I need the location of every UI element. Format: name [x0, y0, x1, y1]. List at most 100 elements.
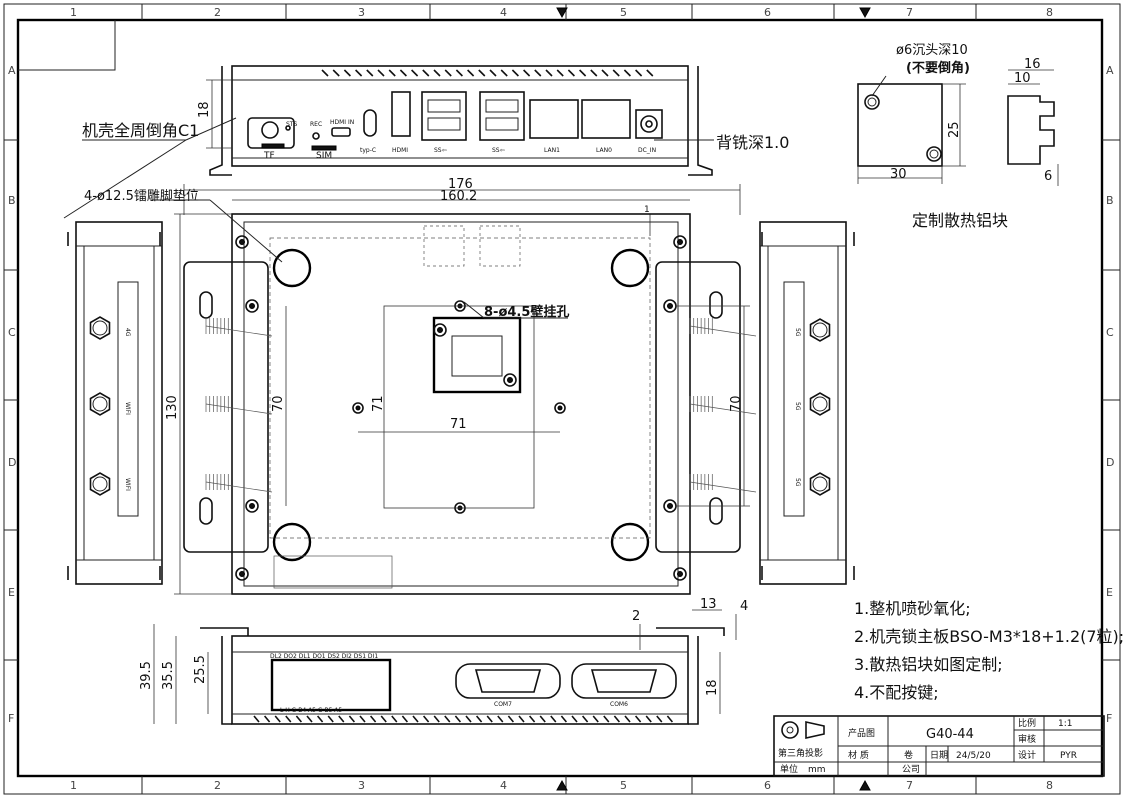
rear-right-bracket [656, 627, 725, 636]
vent-fin [601, 69, 609, 77]
vent-fin [500, 69, 508, 77]
tb-material-label: 材 质 [848, 749, 869, 761]
heatsink-front [857, 83, 943, 167]
antenna-nut-right-icon [809, 472, 831, 496]
callout-foot-pads: 4-ø12.5镭雕脚垫位 [84, 188, 199, 204]
grid-col-label-top: 3 [358, 6, 365, 19]
rear-panel-outline [231, 635, 689, 725]
label-typec: typ-C [360, 147, 376, 154]
vent-fin [486, 715, 493, 723]
note-2: 2.机壳锁主板BSO-M3*18+1.2(7粒); [854, 627, 1124, 646]
terminal-block [270, 658, 392, 712]
antenna-label-right-1: 5G [794, 328, 801, 337]
dim-center-71-v: 71 [371, 395, 386, 412]
heatsink-detail: ø6沉头深10 (不要倒角) 30 25 16 10 6 定制散热铝块 [857, 43, 1059, 230]
front-panel-outline [231, 65, 689, 167]
antenna-label-left-2: WIFI [124, 402, 131, 415]
vent-fin [579, 69, 587, 77]
vent-fin [348, 715, 356, 723]
nut-ring [92, 476, 108, 492]
tb-seal: 卷 [904, 749, 913, 761]
grid-row-label-left: C [8, 326, 16, 339]
antenna-connector-right [689, 474, 757, 493]
vent-fin [645, 715, 652, 723]
grid-col-label-top: 8 [1046, 6, 1053, 19]
grid-row-label-left: F [8, 712, 14, 725]
vent-fin [359, 715, 366, 723]
tb-date-label: 日期 [930, 750, 948, 761]
vent-fin [556, 69, 564, 77]
foot-pad-br [610, 522, 650, 562]
tb-company-label: 公司 [902, 764, 920, 775]
vent-fin [433, 715, 440, 723]
vent-fin [567, 69, 575, 77]
vent-fin [343, 69, 351, 77]
center-heatsink [432, 316, 522, 394]
vent-fin [475, 715, 483, 723]
projection-cone-icon [805, 721, 825, 739]
grid-col-label-bottom: 4 [500, 779, 507, 792]
grid-row-label-right: A [1106, 64, 1114, 77]
antenna-label-left-1: 4G [124, 328, 131, 337]
note-4: 4.不配按键; [854, 683, 939, 702]
usb-port-2 [479, 91, 525, 141]
vent-fin [274, 715, 281, 723]
grid-col-label-top: 7 [906, 6, 913, 19]
vent-fin [612, 69, 620, 77]
dc-in-port [635, 109, 663, 139]
com6-port [571, 663, 677, 699]
grid-col-label-bottom: 3 [358, 779, 365, 792]
dim-rear-39-5: 39.5 [139, 661, 154, 690]
dim-heatsink-16: 16 [1024, 57, 1041, 72]
grid-row-label-right: F [1106, 712, 1112, 725]
tb-unit-value: mm [808, 765, 826, 775]
rear-left-bracket [200, 627, 249, 636]
vent-fin [656, 715, 663, 723]
vent-fin [338, 715, 345, 723]
tb-design-label: 设计 [1018, 749, 1036, 761]
antenna-connector-right [689, 318, 757, 337]
dim-rear-13: 13 [700, 597, 717, 612]
center-marker-bottom-right [859, 779, 871, 791]
enclosure-body [231, 213, 691, 595]
grid-row-label-right: E [1106, 586, 1113, 599]
antenna-nut-right-icon [809, 318, 831, 342]
grid-row-label-left: B [8, 194, 16, 207]
vent-fin [507, 715, 515, 723]
grid-row-label-right: D [1106, 456, 1114, 469]
vent-fin [332, 69, 340, 77]
heatsink-title: 定制散热铝块 [912, 211, 1008, 230]
grid-col-label-bottom: 2 [214, 779, 221, 792]
vent-fin [391, 715, 398, 723]
vent-fin [422, 69, 430, 77]
grid-row-label-left: D [8, 456, 16, 469]
grid-col-label-top: 6 [764, 6, 771, 19]
vent-fin [634, 715, 642, 723]
rec-led-icon [312, 132, 320, 140]
label-dc-in: DC_IN [638, 147, 656, 154]
left-antenna-connectors [205, 318, 273, 493]
label-hdmi: HDMI [392, 147, 408, 154]
dim-rear-25-5: 25.5 [193, 655, 208, 684]
antenna-connector-right [689, 396, 757, 415]
sts-led-icon [285, 125, 291, 131]
vent-fin [253, 715, 260, 723]
vent-fin [467, 69, 475, 77]
vent-fin [613, 715, 621, 723]
dim-heatsink-6: 6 [1044, 169, 1052, 184]
vent-fin [497, 715, 504, 723]
projection-circle-icon [781, 721, 799, 739]
main-top-view: 176 160.2 1 [165, 177, 757, 595]
hdmi-port [391, 91, 411, 137]
vent-fin [327, 715, 334, 723]
rear-led-labels-top: DL2 DO2 DL1 DO1 DS2 DI2 DS1 DI1 [270, 653, 378, 660]
tb-review-label: 审核 [1018, 733, 1036, 745]
vent-fin [388, 69, 396, 77]
antenna-connector-left [205, 318, 273, 337]
hdmi-in-port [331, 127, 351, 137]
dim-right-70: 70 [729, 395, 744, 412]
vent-fin [366, 69, 374, 77]
typec-port [363, 109, 377, 137]
nut-hex [89, 472, 111, 496]
